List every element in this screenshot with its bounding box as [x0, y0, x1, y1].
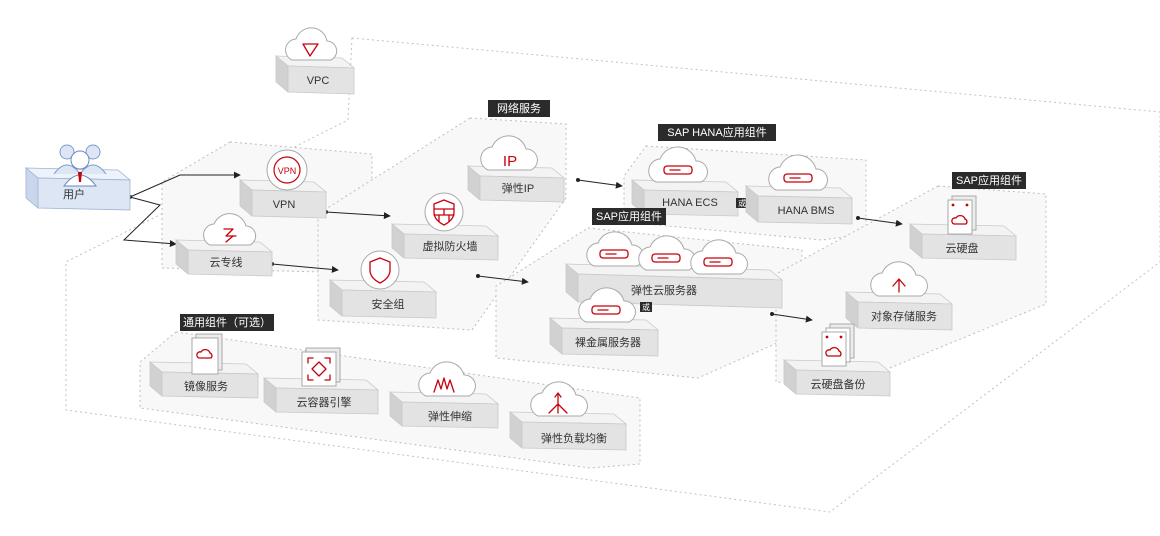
svg-text:IP: IP [503, 153, 517, 170]
svg-text:SAP应用组件: SAP应用组件 [956, 173, 1022, 187]
node-firewall[interactable]: 虚拟防火墙 [390, 192, 500, 261]
node-hana-ecs[interactable]: HANA ECS [630, 146, 740, 217]
direct-connect-icon [203, 213, 257, 246]
node-cce[interactable]: 云容器引擎 [262, 347, 380, 415]
vbs-label: 云硬盘备份 [811, 377, 866, 391]
eip-label: 弹性IP [502, 181, 534, 195]
ims-label: 镜像服务 [184, 379, 228, 393]
firewall-icon [424, 192, 464, 232]
bms-server-icon [578, 287, 636, 323]
evs-label: 云硬盘 [946, 241, 979, 255]
svg-text:或: 或 [738, 198, 746, 208]
eip-icon: IP [480, 135, 538, 171]
hana-ecs-label: HANA ECS [662, 197, 718, 209]
obs-label: 对象存储服务 [871, 309, 937, 323]
container-icon [301, 347, 341, 387]
node-hana-bms[interactable]: HANA BMS [744, 154, 854, 225]
svg-text:VPN: VPN [278, 166, 297, 176]
direct-connect-label: 云专线 [210, 255, 243, 269]
vpc-label: VPC [307, 75, 330, 87]
image-icon [191, 333, 223, 375]
arrow-eip-to-hana [577, 179, 623, 189]
arrow-security-to-sap [477, 275, 529, 285]
node-bms[interactable]: 裸金属服务器 [548, 287, 660, 357]
hana-bms-label: HANA BMS [778, 205, 835, 217]
vpn-label: VPN [273, 199, 296, 211]
node-elb[interactable]: 弹性负载均衡 [508, 381, 628, 451]
disk-icon [947, 195, 977, 235]
node-eip[interactable]: IP 弹性IP [466, 135, 566, 203]
arrow-user-to-direct-connect [122, 196, 177, 248]
ecs-label: 弹性云服务器 [631, 283, 697, 297]
svg-text:SAP应用组件: SAP应用组件 [596, 209, 662, 223]
node-vpc[interactable]: VPC [274, 27, 356, 95]
node-ecs[interactable]: 弹性云服务器 [564, 231, 784, 309]
tag-sap-components: SAP应用组件 [592, 208, 666, 225]
load-balancer-icon [530, 381, 588, 417]
tag-common-components: 通用组件（可选） [180, 314, 274, 331]
node-vpn[interactable]: VPN VPN [238, 149, 328, 219]
vpc-icon [285, 27, 338, 61]
as-label: 弹性伸缩 [428, 409, 472, 423]
vpc-boundary [65, 37, 1160, 513]
node-direct-connect[interactable]: 云专线 [174, 213, 274, 277]
tag-sap-components-right: SAP应用组件 [952, 172, 1026, 189]
hana-bms-server-icon [768, 154, 828, 191]
svg-text:或: 或 [642, 302, 650, 312]
node-security-group[interactable]: 安全组 [328, 250, 438, 319]
security-group-label: 安全组 [372, 297, 405, 311]
node-user[interactable]: 用户 [24, 144, 132, 211]
autoscaling-icon [418, 361, 476, 397]
elb-label: 弹性负载均衡 [541, 431, 607, 445]
arrow-vpn-to-firewall [325, 211, 391, 220]
hana-ecs-server-icon [648, 146, 708, 183]
connection-arrows [122, 171, 903, 323]
security-group-icon [360, 250, 400, 290]
cce-label: 云容器引擎 [297, 395, 352, 409]
tag-network-services: 网络服务 [488, 100, 550, 117]
users-icon [53, 144, 107, 187]
arrow-direct-connect-to-security-group [271, 263, 339, 273]
tag-sap-hana-components: SAP HANA应用组件 [658, 124, 776, 141]
arrow-user-to-vpn [129, 171, 241, 198]
svg-text:通用组件（可选）: 通用组件（可选） [183, 315, 271, 329]
ecs-server-icon [586, 231, 748, 275]
firewall-label: 虚拟防火墙 [423, 239, 478, 253]
user-label: 用户 [63, 187, 85, 201]
disk-backup-icon [821, 323, 855, 367]
node-ims[interactable]: 镜像服务 [148, 333, 260, 399]
bms-label: 裸金属服务器 [575, 335, 641, 349]
node-obs[interactable]: 对象存储服务 [844, 261, 954, 331]
storage-upload-icon [870, 261, 928, 297]
node-vbs[interactable]: 云硬盘备份 [782, 323, 892, 397]
svg-text:SAP HANA应用组件: SAP HANA应用组件 [667, 125, 766, 139]
arrow-hana-to-storage [857, 217, 903, 227]
or-badge-hana: 或 [736, 198, 748, 208]
or-badge-sap: 或 [640, 302, 652, 312]
arrow-sap-to-backup [771, 313, 813, 323]
node-evs[interactable]: 云硬盘 [908, 195, 1018, 261]
vpn-icon: VPN [266, 149, 308, 191]
svg-text:网络服务: 网络服务 [497, 101, 541, 115]
node-as[interactable]: 弹性伸缩 [388, 361, 500, 429]
